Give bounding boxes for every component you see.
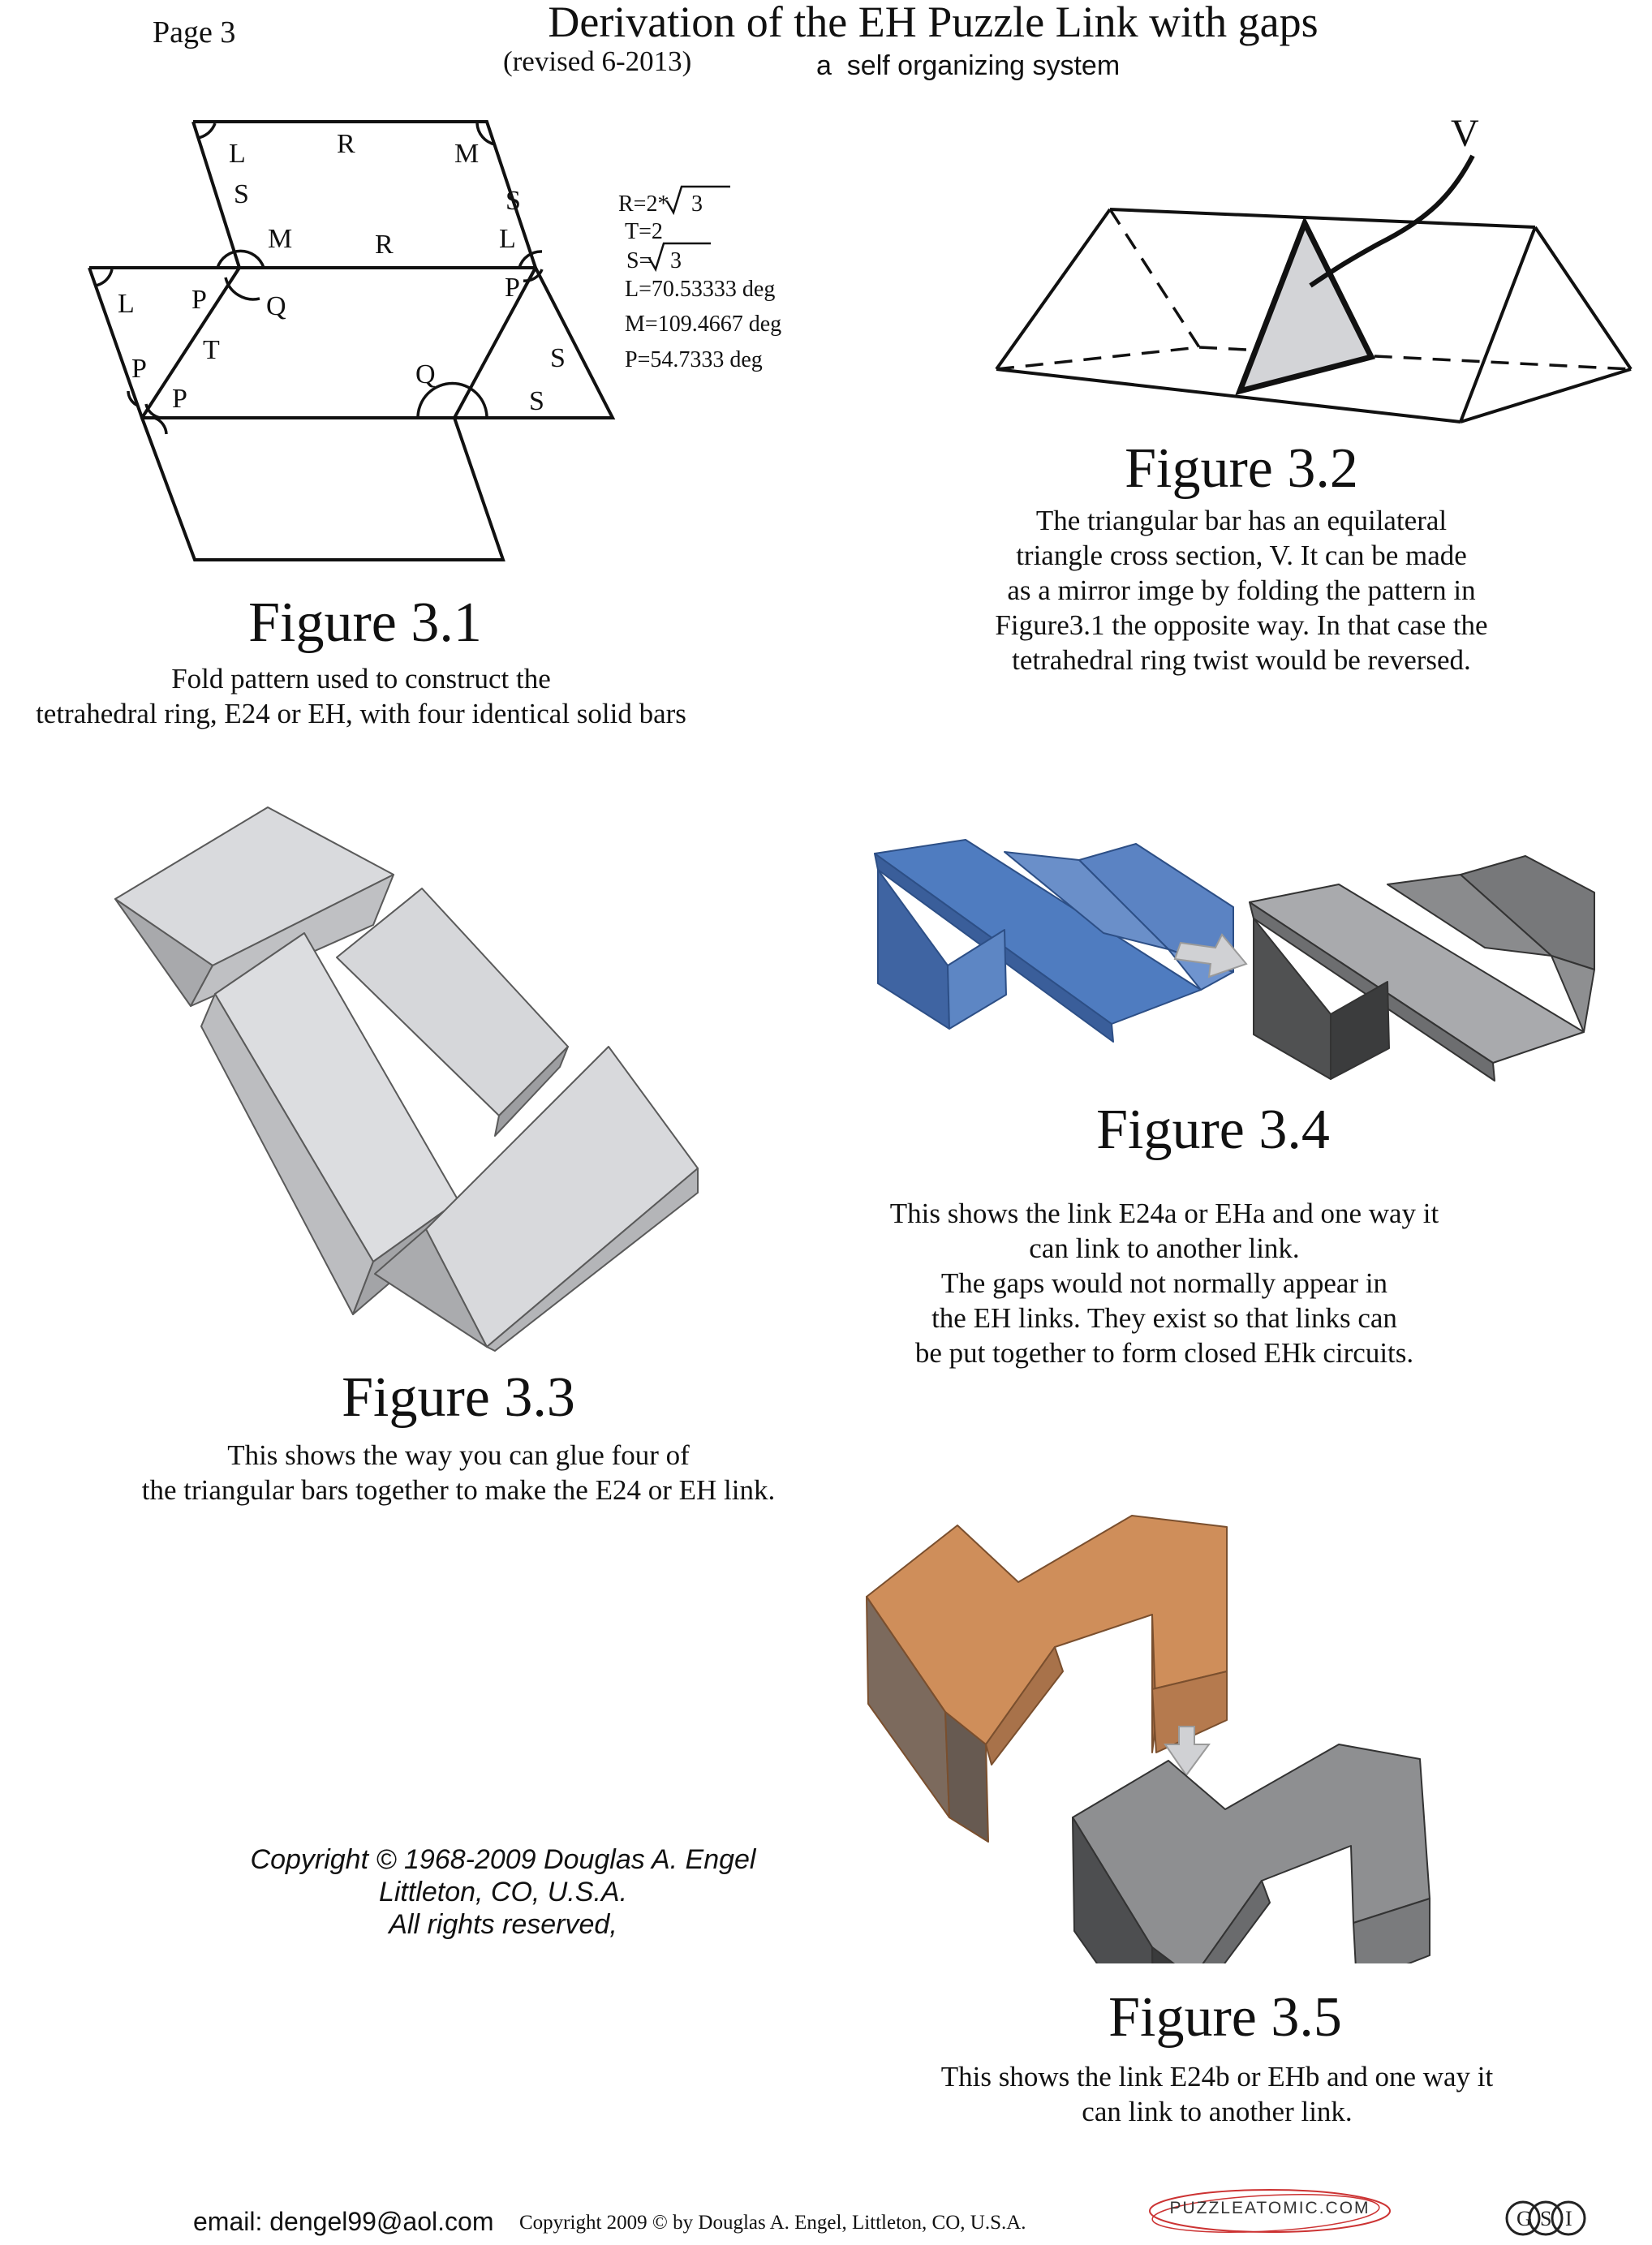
gsi-letter: I xyxy=(1565,2207,1572,2230)
label-p: P xyxy=(131,354,147,384)
triangular-bar-diagram: V xyxy=(995,112,1633,424)
label-l: L xyxy=(499,224,516,254)
caption-line: the EH links. They exist so that links c… xyxy=(931,1302,1397,1334)
caption-line: be put together to form closed EHk circu… xyxy=(914,1337,1414,1369)
formula-block: R=2* 3 T=2 S= 3 L=70.53333 deg M=109.466… xyxy=(618,185,781,372)
caption-line: tetrahedral ring, E24 or EH, with four i… xyxy=(36,698,686,729)
figure-3-2-caption: The triangular bar has an equilateral tr… xyxy=(917,503,1566,677)
v-pointer-line xyxy=(1309,154,1475,288)
gsi-letter: S xyxy=(1540,2207,1551,2230)
formula-r: R=2* xyxy=(618,191,669,217)
caption-line: Fold pattern used to construct the xyxy=(171,663,551,695)
caption-line: The triangular bar has an equilateral xyxy=(1035,505,1448,536)
label-l: L xyxy=(118,289,135,319)
link-arrow xyxy=(1173,933,1248,978)
gsi-logo: G S I xyxy=(1505,2191,1586,2239)
v-label: V xyxy=(1451,112,1479,155)
formula-p: P=54.7333 deg xyxy=(625,347,763,372)
copyright-line: All rights reserved, xyxy=(389,1909,617,1940)
subtitle: a self organizing system xyxy=(816,50,1121,81)
label-p: P xyxy=(172,384,187,414)
copyright-line: Littleton, CO, U.S.A. xyxy=(378,1877,628,1907)
caption-line: the triangular bars together to make the… xyxy=(141,1474,776,1506)
copyright-block: Copyright © 1968-2009 Douglas A. Engel L… xyxy=(162,1843,844,1941)
caption-line: This shows the way you can glue four of xyxy=(227,1439,690,1471)
caption-line: This shows the link E24a or EHa and one … xyxy=(889,1198,1439,1229)
label-s: S xyxy=(550,343,566,373)
gsi-letter: G xyxy=(1516,2207,1532,2230)
caption-line: as a mirror imge by folding the pattern … xyxy=(1007,574,1476,606)
caption-line: can link to another link. xyxy=(1082,2096,1353,2127)
label-p: P xyxy=(191,285,207,315)
label-q: Q xyxy=(266,291,286,321)
caption-line: The gaps would not normally appear in xyxy=(940,1267,1388,1299)
formula-s-value: 3 xyxy=(670,248,682,273)
formula-r-value: 3 xyxy=(691,191,703,217)
bottom-parallelogram xyxy=(140,416,505,561)
figure-3-3-title: Figure 3.3 xyxy=(342,1366,575,1429)
figure-3-1-caption: Fold pattern used to construct the tetra… xyxy=(0,661,722,731)
label-m: M xyxy=(454,139,479,169)
caption-line: Figure3.1 the opposite way. In that case… xyxy=(995,609,1488,641)
figure-3-5-title: Figure 3.5 xyxy=(1108,1986,1342,2049)
footer-email: email: dengel99@aol.com xyxy=(193,2207,494,2236)
formula-s: S= xyxy=(626,248,652,273)
formula-m: M=109.4667 deg xyxy=(625,312,781,337)
formula-l: L=70.53333 deg xyxy=(625,277,775,302)
page-title: Derivation of the EH Puzzle Link with ga… xyxy=(548,0,1319,46)
figure-3-1-title: Figure 3.1 xyxy=(248,591,482,654)
caption-line: This shows the link E24b or EHb and one … xyxy=(940,2061,1494,2092)
label-q: Q xyxy=(415,359,436,389)
figure-3-3-caption: This shows the way you can glue four of … xyxy=(49,1438,868,1507)
logo-ellipse-icon xyxy=(1149,2189,1391,2233)
caption-line: triangle cross section, V. It can be mad… xyxy=(1016,540,1467,571)
cross-section-triangle xyxy=(1235,216,1376,396)
figure-3-4-caption: This shows the link E24a or EHa and one … xyxy=(828,1196,1501,1370)
caption-line: can link to another link. xyxy=(1029,1232,1300,1264)
logo-text: PUZZLEATOMIC.COM xyxy=(1169,2199,1370,2217)
label-m: M xyxy=(268,224,292,254)
figure-3-4-title: Figure 3.4 xyxy=(1096,1099,1330,1161)
revision-note: (revised 6-2013) xyxy=(503,45,692,77)
link-arrow xyxy=(1164,1726,1211,1777)
label-s: S xyxy=(505,186,521,216)
label-p: P xyxy=(505,273,520,303)
gsi-circles-icon: G S I xyxy=(1505,2200,1586,2236)
four-bars-illustration xyxy=(114,806,699,1352)
page-label: Page 3 xyxy=(153,15,236,49)
label-t: T xyxy=(203,335,220,365)
fold-pattern-diagram: L R M S S M R L L P Q P T P P Q S S R=2*… xyxy=(88,120,781,561)
angle-arcs xyxy=(95,123,544,435)
label-r: R xyxy=(337,129,355,159)
label-l: L xyxy=(229,139,246,169)
copyright-line: Copyright © 1968-2009 Douglas A. Engel xyxy=(250,1844,756,1875)
link-e24b-illustration xyxy=(866,1515,1430,1963)
figure-3-2-title: Figure 3.2 xyxy=(1125,437,1358,500)
puzzleatomic-logo: PUZZLEATOMIC.COM xyxy=(1144,2183,1396,2239)
label-s: S xyxy=(529,386,544,416)
middle-band xyxy=(88,266,616,419)
label-r: R xyxy=(375,230,394,260)
label-s: S xyxy=(234,179,249,209)
formula-t: T=2 xyxy=(625,219,663,244)
link-e24a-illustration xyxy=(874,839,1595,1082)
caption-line: tetrahedral ring twist would be reversed… xyxy=(1012,644,1471,676)
figure-3-5-caption: This shows the link E24b or EHb and one … xyxy=(868,2059,1566,2129)
footer-copyright: Copyright 2009 © by Douglas A. Engel, Li… xyxy=(519,2212,1026,2234)
